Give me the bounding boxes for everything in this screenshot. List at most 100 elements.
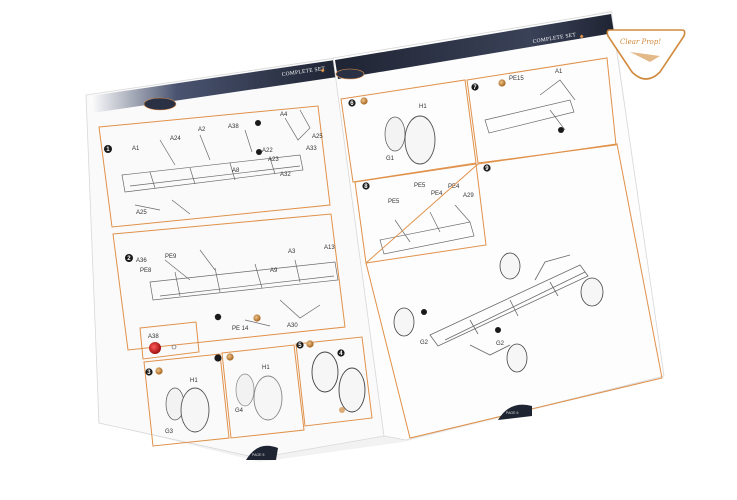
- step2-label-pe9: PE9: [165, 254, 177, 260]
- step6-number: 6: [350, 101, 354, 107]
- step8-panel: [354, 163, 487, 264]
- step8-badge: [362, 182, 370, 190]
- step7-warning-icon: [558, 127, 564, 133]
- step4-badge: [214, 354, 222, 362]
- a38-label: A38: [148, 334, 159, 340]
- step8-label-pe5: PE5: [388, 199, 400, 205]
- step5-tire-rear: [338, 367, 366, 413]
- step1-label-a8: A8: [232, 168, 240, 174]
- step6-hub: [384, 116, 406, 152]
- step4-hub: [235, 373, 255, 407]
- right-page-number-tab: [498, 404, 532, 420]
- step9-tire-front-right: [506, 343, 528, 373]
- step9-tire-rear-inner: [499, 252, 521, 280]
- step9-label-g2: G2: [420, 340, 429, 346]
- step2-panel: [112, 213, 346, 351]
- step4-paint-swatch: [226, 353, 234, 361]
- step6-tire: [404, 115, 436, 165]
- step7-label-pe15: PE15: [509, 76, 524, 82]
- step2-number: 2: [127, 256, 131, 262]
- step4-label-g4: G4: [235, 408, 244, 414]
- right-header-logo: [335, 68, 365, 80]
- right-page-number: PAGE 6: [506, 411, 518, 415]
- step2-warning-icon: [214, 313, 222, 321]
- step3-paint-swatch: [155, 367, 163, 375]
- step9-warning-icon: [421, 309, 427, 315]
- step1-label-a23: A23: [268, 157, 279, 163]
- step9-badge: [483, 164, 491, 172]
- step7-paint-swatch: [498, 79, 506, 87]
- step7-number: 7: [473, 85, 477, 91]
- a38-arrow-hint: [171, 344, 177, 350]
- step8-label-pe4b: PE4: [448, 184, 460, 190]
- step6-label-g1: G1: [386, 156, 395, 162]
- step8-label-pe5b: PE5: [414, 183, 426, 189]
- step2-label-a36: A36: [136, 258, 147, 264]
- step6-panel: [340, 79, 477, 183]
- right-header-mark: ◆: [579, 33, 584, 40]
- step9-label-g2b: G2: [496, 341, 505, 347]
- step1-number: 1: [106, 147, 110, 153]
- left-header-mark: ◆: [320, 67, 325, 73]
- left-page-number: PAGE 5: [252, 453, 264, 457]
- step9-tire-front-left: [393, 307, 415, 337]
- a38-panel: [139, 321, 200, 360]
- step2-chassis-drawing: [149, 249, 339, 327]
- step6-label-h1: H1: [419, 104, 427, 110]
- step1-label-a25b: A25: [136, 210, 147, 216]
- step8-label-pe4: PE4: [431, 191, 443, 197]
- step5-paint-swatch: [306, 340, 314, 348]
- step6-badge: [348, 99, 356, 107]
- step4-number: 4: [339, 351, 343, 357]
- step7-panel: [466, 57, 617, 164]
- right-page: COMPLETE SET ◆ 6 H1 G1 7 PE15 A1 8: [332, 11, 665, 441]
- clear-prop-logo-text: Clear Prop!: [620, 38, 661, 46]
- step4-panel: [221, 344, 305, 439]
- step9-warning-icon-2: [495, 327, 501, 333]
- left-page-number-tab: [246, 445, 278, 460]
- a38-red-part: [149, 342, 161, 354]
- step1-label-a1: A1: [132, 146, 140, 152]
- step8-label-a29: A29: [463, 193, 474, 199]
- logo-plane-icon: [630, 52, 660, 62]
- step1-label-a2: A2: [198, 127, 206, 133]
- step1-panel: [98, 105, 331, 228]
- step3-tire: [180, 387, 210, 433]
- step1-label-a25: A25: [312, 134, 323, 140]
- step4-tire: [253, 375, 283, 421]
- step5-number: 5: [298, 343, 302, 349]
- step7-frame-drawing: [484, 79, 576, 134]
- step1-label-a4: A4: [280, 112, 288, 118]
- step1-label-a38: A38: [228, 124, 239, 130]
- step2-label-a13: A13: [324, 245, 335, 251]
- step2-paint-swatch: [253, 314, 261, 322]
- step8-number: 8: [364, 184, 368, 190]
- step5-paint-swatch-2: [339, 407, 345, 413]
- step2-label-a30: A30: [287, 323, 298, 329]
- step2-label-pe8: PE8: [140, 268, 152, 274]
- step6-paint-swatch: [360, 97, 368, 105]
- step7-label-a1: A1: [555, 69, 563, 75]
- step1-chassis-drawing: [121, 109, 311, 215]
- step3-panel: [143, 353, 230, 447]
- step3-label-h1: H1: [190, 378, 198, 384]
- step1-label-a22: A22: [262, 148, 273, 154]
- step9-panel: [365, 143, 663, 439]
- step1-warning-icon: [255, 120, 261, 126]
- step9-tire-rear-outer: [580, 277, 604, 307]
- step9-number: 9: [485, 166, 489, 172]
- step2-label-a9: A9: [270, 268, 278, 274]
- left-page: COMPLETE SET ◆ 1 A1 A24 A2 A38 A4 A22 A2…: [85, 57, 385, 460]
- step7-badge: [471, 83, 479, 91]
- right-header-bar: [335, 14, 614, 79]
- step5-tire-front: [311, 351, 339, 393]
- step1-label-a32: A32: [280, 172, 291, 178]
- left-header-logo: [143, 97, 177, 111]
- step5-panel: [295, 336, 373, 427]
- step1-label-a33: A33: [306, 146, 317, 152]
- step3-label-g3: G3: [165, 429, 174, 435]
- step1-label-a24: A24: [170, 136, 181, 142]
- step2-label-a3: A3: [288, 249, 296, 255]
